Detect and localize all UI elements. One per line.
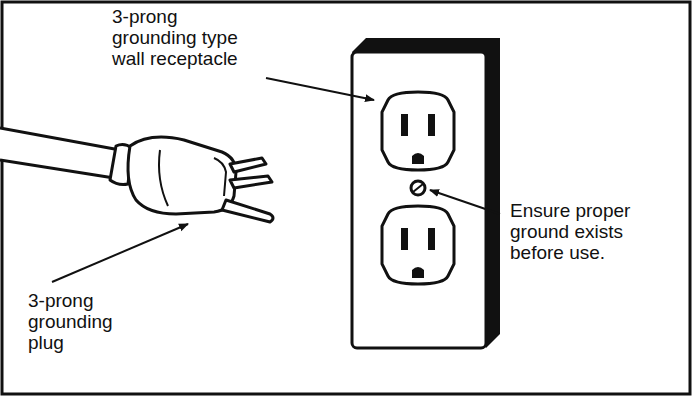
note-label: Ensure proper ground exists before use. bbox=[510, 200, 652, 263]
part-label: 3-prong grounding plug bbox=[28, 290, 140, 353]
wall-receptacle bbox=[352, 38, 500, 348]
grounding-plug bbox=[0, 128, 273, 222]
part-label: 3-prong grounding type wall receptacle bbox=[112, 6, 264, 69]
leader-line bbox=[52, 78, 500, 282]
